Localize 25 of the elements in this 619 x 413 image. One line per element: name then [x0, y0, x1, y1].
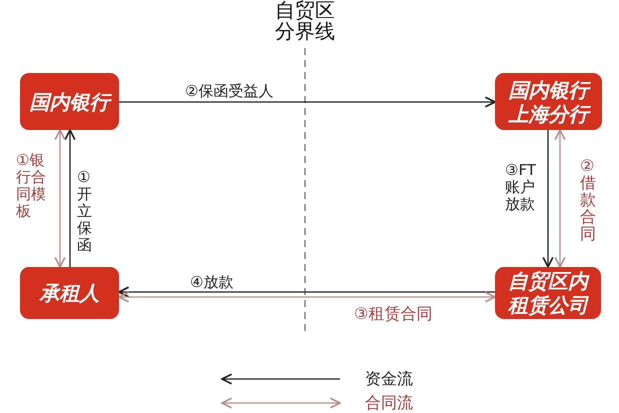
- double-arrow: [118, 291, 496, 303]
- double-arrow: [554, 129, 566, 268]
- edge-label: ④放款: [190, 274, 234, 291]
- entity-box: [20, 73, 119, 130]
- edge-label: ③租赁合同: [354, 305, 434, 322]
- entity-box: [20, 267, 119, 319]
- edge-label: ①银行合同模板: [16, 152, 47, 220]
- arrow: [64, 129, 76, 267]
- arrow: [542, 130, 554, 268]
- edge-label: ②保函受益人: [185, 83, 274, 100]
- entity-box: [495, 73, 602, 130]
- entity-name: 自贸区内租赁公司: [507, 269, 590, 317]
- entity-name: 承租人: [40, 281, 100, 305]
- entity-box: [495, 267, 601, 319]
- arrow: [119, 96, 496, 108]
- edge-label: ③FT账户放款: [505, 162, 537, 213]
- boundary-label: 自贸区分界线: [274, 0, 336, 42]
- edge-label: ①开立保函: [77, 169, 93, 254]
- entity-name: 国内银行上海分行: [506, 78, 592, 126]
- double-arrow: [54, 129, 66, 268]
- entity-name: 国内银行: [30, 90, 110, 114]
- legend-label: 资金流: [365, 370, 413, 388]
- legend-label: 合同流: [365, 394, 413, 412]
- edge-label: ②借款合同: [580, 157, 597, 242]
- arrow: [118, 286, 495, 298]
